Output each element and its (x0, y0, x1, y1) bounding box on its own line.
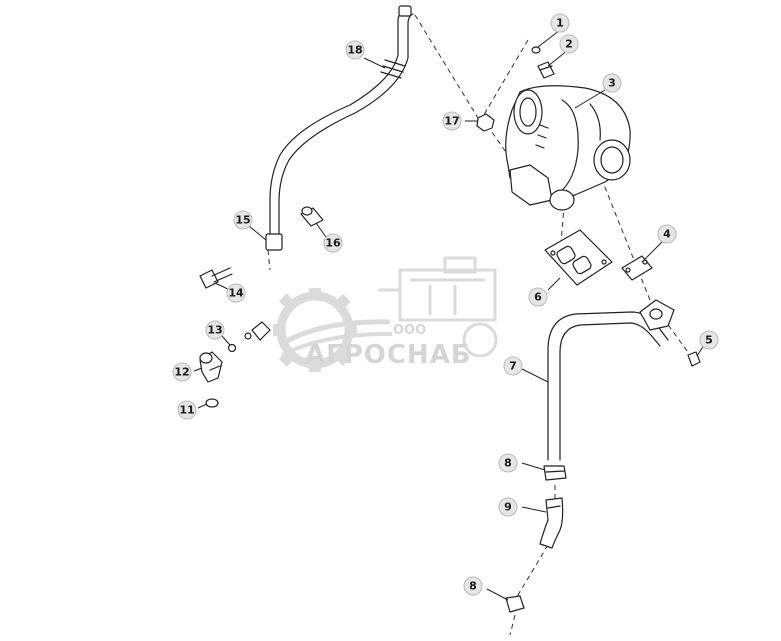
svg-text:3: 3 (608, 77, 616, 90)
svg-text:16: 16 (325, 237, 341, 250)
drain-hose (539, 497, 564, 549)
seal-washer-1 (531, 46, 541, 54)
banjo-bolt (199, 267, 233, 289)
svg-text:7: 7 (509, 360, 517, 373)
svg-text:9: 9 (504, 501, 512, 514)
callout-18: 18 (345, 40, 365, 60)
svg-text:12: 12 (174, 366, 189, 379)
o-ring-11 (205, 398, 219, 408)
hose-clamp-lower (505, 595, 525, 613)
turbocharger (505, 85, 631, 211)
watermark-brand: АГРОСНАБ (305, 340, 472, 370)
callout-leaders (193, 29, 705, 601)
callout-8-lower: 8 (463, 576, 483, 596)
svg-text:1: 1 (556, 17, 564, 30)
callout-4: 4 (657, 224, 677, 244)
callout-5: 5 (699, 330, 719, 350)
harvester-logo-icon (378, 256, 498, 358)
svg-text:18: 18 (347, 44, 362, 57)
callout-3: 3 (602, 73, 622, 93)
seal-washer-13 (227, 343, 237, 353)
callout-2: 2 (559, 34, 579, 54)
svg-text:17: 17 (444, 115, 459, 128)
svg-text:6: 6 (534, 291, 542, 304)
svg-text:11: 11 (179, 404, 194, 417)
callout-12: 12 (172, 362, 192, 382)
hex-nut-17 (476, 113, 495, 132)
turbo-flange-gasket (544, 229, 613, 286)
callout-15: 15 (233, 210, 253, 230)
callout-16: 16 (323, 233, 343, 253)
callout-8-upper: 8 (498, 453, 518, 473)
svg-text:15: 15 (235, 214, 250, 227)
svg-text:8: 8 (469, 580, 477, 593)
oil-drain-gasket (621, 255, 653, 281)
callout-1: 1 (550, 13, 570, 33)
svg-text:13: 13 (207, 324, 222, 337)
callout-9: 9 (498, 497, 518, 517)
svg-text:2: 2 (565, 38, 573, 51)
callout-14: 14 (226, 283, 246, 303)
svg-text:14: 14 (228, 287, 244, 300)
hose-sleeve (300, 206, 324, 227)
hose-clamp-upper (543, 465, 567, 481)
oil-drain-pipe (547, 299, 675, 461)
union-fitting (537, 61, 555, 79)
adapter-fitting (244, 321, 271, 341)
callout-11: 11 (177, 400, 197, 420)
svg-text:8: 8 (504, 457, 512, 470)
svg-text:5: 5 (705, 334, 713, 347)
callout-17: 17 (442, 111, 462, 131)
agrosnab-watermark: ООО АГРОСНАБ (273, 256, 498, 372)
elbow-fitting (199, 351, 223, 383)
callout-6: 6 (528, 287, 548, 307)
oil-feed-hose (265, 5, 414, 251)
callout-13: 13 (205, 320, 225, 340)
watermark-prefix: ООО (393, 323, 426, 338)
callout-7: 7 (503, 356, 523, 376)
svg-text:4: 4 (663, 228, 671, 241)
gear-logo-icon (273, 288, 393, 372)
